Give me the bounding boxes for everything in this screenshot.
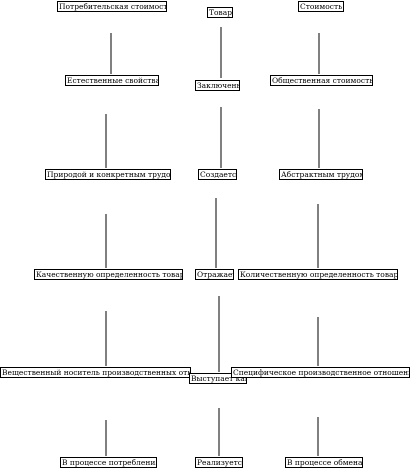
- node-value: Стоимость: [298, 1, 344, 12]
- node-nature-and-concrete-labor: Природой и конкретным трудом: [45, 169, 171, 180]
- node-created: Создается: [198, 169, 237, 180]
- node-abstract-labor: Абстрактным трудом: [279, 169, 363, 180]
- node-specific-production-relation: Специфическое производственное отношение: [231, 367, 410, 378]
- node-qualitative-determinacy: Качественную определенность товара: [34, 269, 183, 280]
- node-acts-as: Выступает как: [189, 373, 247, 384]
- node-commodity: Товар: [207, 7, 233, 18]
- node-realized: Реализуется: [195, 457, 243, 468]
- node-natural-properties: Естественные свойства: [65, 75, 159, 86]
- node-use-value: Потребительская стоимость: [57, 1, 167, 12]
- node-in-exchange: В процессе обмена: [285, 457, 363, 468]
- node-contained: Заключены: [195, 80, 240, 91]
- node-in-consumption: В процессе потребления: [60, 457, 157, 468]
- node-social-value: Общественная стоимость: [270, 75, 373, 86]
- node-material-carrier: Вещественный носитель производственных о…: [0, 367, 191, 378]
- node-quantitative-determinacy: Количественную определенность товара: [238, 269, 398, 280]
- node-reflects: Отражает: [195, 269, 234, 280]
